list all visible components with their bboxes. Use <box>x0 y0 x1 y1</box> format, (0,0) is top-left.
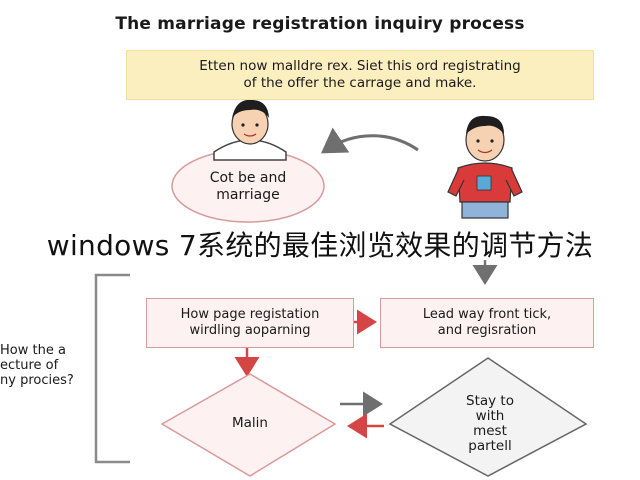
step-box-right: Lead way front tick, and regisration <box>380 298 594 348</box>
left-bracket-line <box>94 273 130 464</box>
overlay-caption: windows 7系统的最佳浏览效果的调节方法 <box>46 229 594 262</box>
ellipse-line-1: Cot be and <box>209 170 287 186</box>
diamond-left <box>160 373 337 477</box>
diamond-right-line-3: mest <box>473 423 507 439</box>
diamond-left-label: Malin <box>232 415 268 431</box>
side-question-line-2: ecture of <box>0 358 59 373</box>
side-question-line-3: ny procies? <box>0 373 74 388</box>
box-left-line-2: wirdling aoparning <box>189 323 311 338</box>
box-left-line-1: How page registation <box>180 307 320 322</box>
person-left-icon <box>213 99 287 161</box>
diamond-right-line-2: with <box>475 408 505 424</box>
person-right-icon <box>447 115 523 219</box>
diamond-right-line-1: Stay to <box>466 393 514 409</box>
side-question: How the a ecture of ny procies? <box>0 343 96 388</box>
ellipse-line-2: marriage <box>216 187 280 203</box>
banner-line-1: Etten now malldre rex. Siet this ord reg… <box>199 58 521 74</box>
diamond-right <box>388 357 588 477</box>
diamond-right-label: Stay to with mest partell <box>440 394 540 454</box>
diamond-right-line-4: partell <box>468 438 512 454</box>
box-right-line-1: Lead way front tick, <box>422 307 552 322</box>
side-question-line-1: How the a <box>0 343 66 358</box>
box-right-line-2: and regisration <box>437 323 537 338</box>
diagram-title: The marriage registration inquiry proces… <box>115 14 525 34</box>
step-box-left: How page registation wirdling aoparning <box>146 298 354 348</box>
instruction-banner: Etten now malldre rex. Siet this ord reg… <box>126 50 594 100</box>
ellipse-label: Cot be and marriage <box>172 152 324 222</box>
banner-line-2: of the offer the carrage and make. <box>243 75 477 91</box>
curved-gray-arrow <box>321 127 419 154</box>
